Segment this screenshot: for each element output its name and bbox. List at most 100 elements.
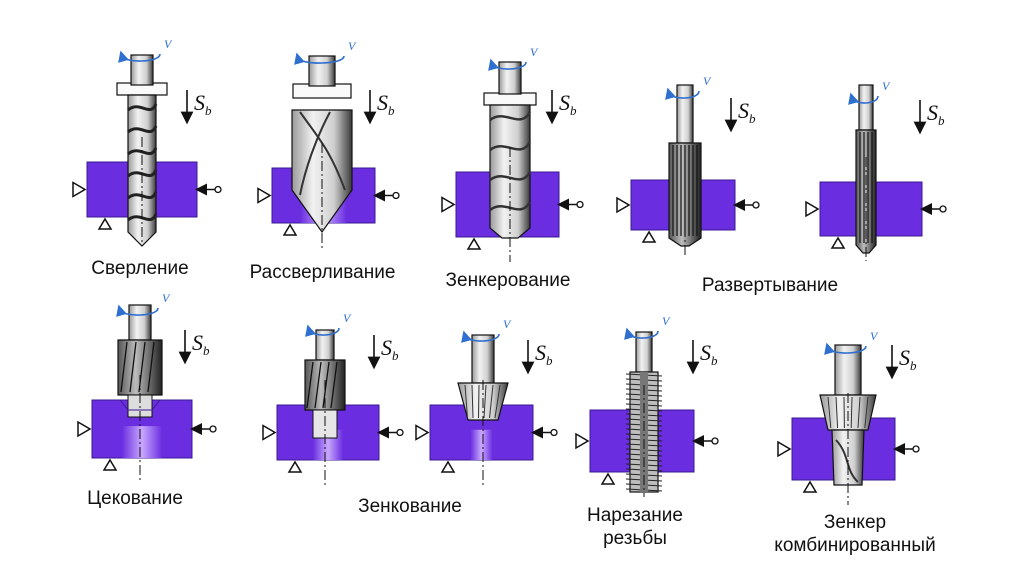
support-bottom-icon [287,460,303,473]
flute [489,171,532,182]
rotation-arrow-icon [294,52,345,65]
operation-threading: VSb [575,314,719,497]
feed-symbol: Sb [927,100,945,128]
speed-symbol: V [662,314,671,328]
feed-symbol: Sb [535,340,553,368]
support-bottom-icon [440,460,456,473]
support-bottom-icon [282,223,298,236]
rotation-arrow-icon [305,324,340,337]
flute [314,361,322,409]
feed-symbol: Sb [559,90,577,118]
flute [850,396,853,429]
operation-counterboring: VSb [262,311,404,485]
support-bottom-icon [97,217,113,230]
speed-symbol: V [164,37,173,51]
support-left-icon [575,432,590,450]
support-bottom-icon [641,230,657,243]
tap-groove [640,372,648,492]
flute [489,111,532,122]
rotation-arrow-icon [848,92,879,105]
caption-threading-1: Нарезание [587,505,683,526]
flute [489,141,532,152]
speed-symbol: V [348,39,357,53]
tool-collar [483,92,537,106]
tool-shank [858,84,874,131]
caption-combined-2: комбинированный [774,535,936,556]
flute [129,341,137,393]
feed-symbol: Sb [899,345,917,373]
flute [835,439,859,483]
support-bottom-icon [102,458,118,471]
tool-shank [308,55,336,87]
speed-symbol: V [530,45,539,59]
clamp-pin-icon [576,200,584,209]
flute [299,111,346,191]
operation-combined: V Sb [777,329,920,505]
feed-symbol: Sb [381,335,399,363]
caption-countersinking: Зенкерование [445,270,571,291]
caption-reaming-out: Рассверливание [249,262,396,283]
rotation-arrow-icon [488,58,527,71]
flute [127,191,158,200]
support-left-icon [257,187,272,204]
clamp-pin-icon [550,428,558,437]
caption-threading-2: резьбы [603,528,667,549]
support-left-icon [777,440,792,458]
clamp-pin-icon [396,428,404,437]
support-bottom-icon [802,480,818,493]
caption-combined-1: Зенкер [823,512,887,533]
rotation-arrow-icon [118,50,161,63]
support-left-icon [72,181,87,198]
tool-shank [130,54,154,86]
flute [147,341,155,393]
flute [330,361,338,409]
operation-spot-facing: VSb [77,291,217,483]
tool-shank [471,334,495,384]
flute [127,147,158,156]
tool-shank [128,304,152,341]
operation-reaming-out: VSb [257,39,400,248]
caption-spot-facing: Цекование [87,488,183,509]
operation-drilling: V Sb [72,37,222,247]
bore [470,429,493,460]
flute [120,341,128,393]
operation-chamfering: V Sb [415,317,558,485]
speed-symbol: V [503,317,512,331]
rotation-arrow-icon [665,87,700,100]
support-left-icon [441,196,456,213]
flute [306,361,314,409]
support-left-icon [415,424,430,441]
operation-reaming: V Sb [616,74,760,255]
feed-symbol: Sb [194,90,212,118]
clamp-pin-icon [209,425,217,433]
flute [827,396,832,429]
flute [857,396,861,429]
flute [127,213,158,222]
tool-body [855,129,877,254]
speed-symbol: V [870,329,879,343]
tool-shank [676,84,694,144]
speed-symbol: V [162,291,171,305]
support-left-icon [262,424,277,441]
operation-reaming-2: VSb [805,79,947,261]
support-left-icon [616,196,631,214]
rotation-arrow-icon [116,304,159,317]
tool-shank [498,61,522,95]
flute [489,201,532,212]
flute [127,103,158,112]
rotation-arrow-icon [624,327,659,340]
rotation-arrow-icon [461,330,500,343]
operation-countersinking: V Sb [441,45,584,262]
flute [483,384,487,419]
workpiece-edge [92,399,192,411]
caption-drilling: Сверление [91,258,189,279]
flute [494,384,501,419]
speed-symbol: V [703,74,712,88]
feed-symbol: Sb [738,98,756,126]
tool-body [117,339,163,396]
rotation-arrow-icon [824,342,867,355]
support-bottom-icon [466,237,482,250]
clamp-pin-icon [214,185,222,194]
